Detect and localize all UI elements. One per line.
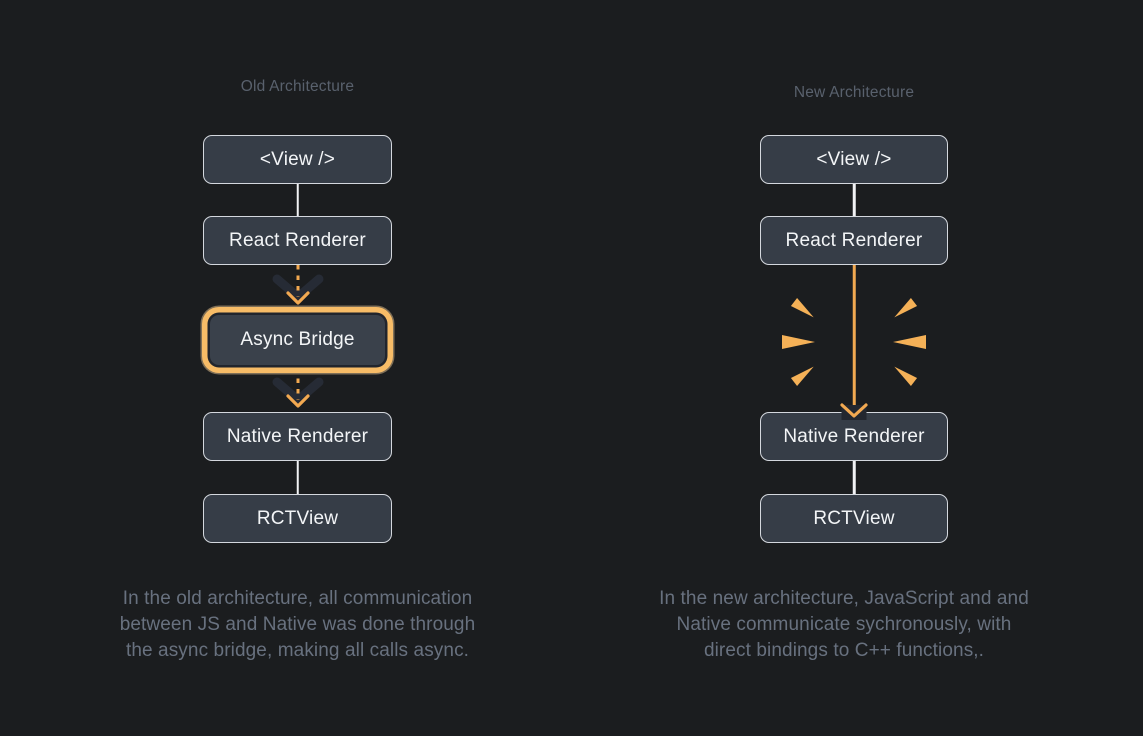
connector-line (852, 458, 856, 498)
node-react-renderer-new: React Renderer (760, 216, 948, 265)
solid-arrow-icon (840, 403, 868, 418)
caption-line: In the new architecture, JavaScript and … (659, 588, 1029, 609)
node-native-renderer-new: Native Renderer (760, 412, 948, 461)
caption-line: In the old architecture, all communicati… (122, 588, 473, 609)
new-architecture-title: New Architecture (793, 84, 915, 101)
node-react-renderer-old: React Renderer (203, 216, 392, 265)
caption-line: Native communicate sychronously, with (676, 614, 1012, 635)
node-native-renderer-old: Native Renderer (203, 412, 392, 461)
old-architecture-title: Old Architecture (240, 78, 355, 95)
sync-arrow-line (852, 263, 856, 412)
dashed-arrow-icon (272, 265, 323, 305)
caption-line: direct bindings to C++ functions,. (703, 640, 985, 661)
dashed-arrow-icon (272, 368, 323, 408)
spark-burst-icon (782, 298, 926, 386)
caption-line: between JS and Native was done through (119, 614, 476, 635)
node-view-new: <View /> (760, 135, 948, 184)
connector-line (296, 180, 299, 220)
node-view-old: <View /> (203, 135, 392, 184)
node-async-bridge: Async Bridge (210, 315, 385, 365)
old-architecture-panel: Old Architecture <View /> React Renderer… (120, 0, 475, 736)
node-rctview-new: RCTView (760, 494, 948, 543)
new-architecture-caption: In the new architecture, JavaScript and … (614, 586, 1074, 664)
connector-line (296, 458, 299, 498)
old-architecture-caption: In the old architecture, all communicati… (68, 586, 528, 664)
caption-line: the async bridge, making all calls async… (125, 640, 470, 661)
connector-line (852, 180, 856, 220)
new-architecture-panel: New Architecture <View /> React Renderer… (659, 0, 1029, 736)
node-rctview-old: RCTView (203, 494, 392, 543)
